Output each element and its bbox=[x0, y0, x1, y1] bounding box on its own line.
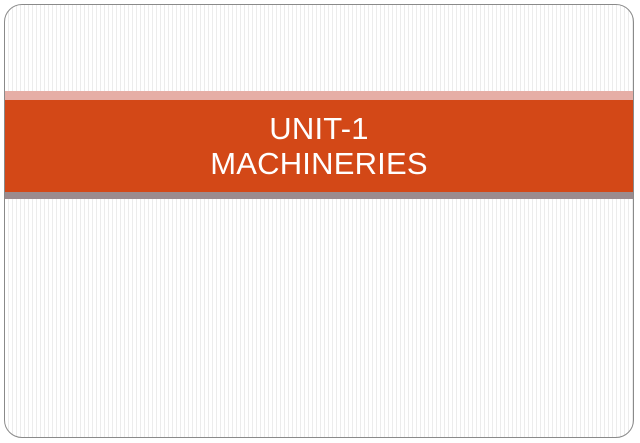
title-line-subject: MACHINERIES bbox=[210, 146, 428, 181]
title-band-top-stripe bbox=[5, 91, 633, 100]
slide: UNIT-1 MACHINERIES bbox=[4, 4, 634, 438]
title-line-unit: UNIT-1 bbox=[269, 111, 369, 146]
title-band-bottom-stripe bbox=[5, 192, 633, 199]
title-band: UNIT-1 MACHINERIES bbox=[5, 100, 633, 192]
